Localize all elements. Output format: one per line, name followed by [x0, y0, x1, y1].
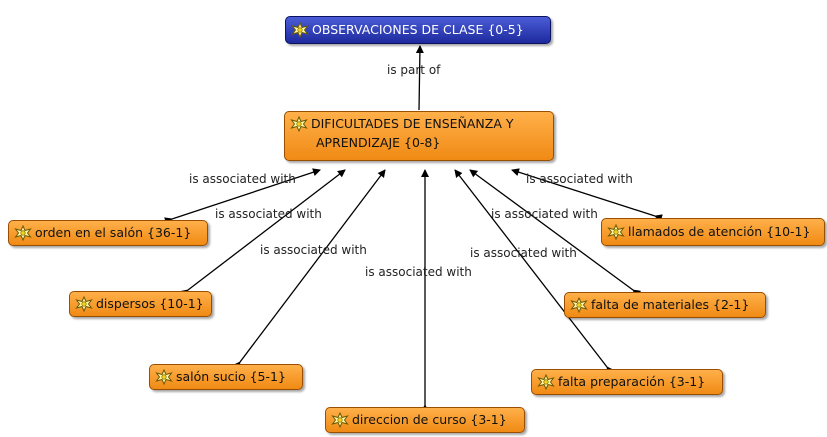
star-icon	[291, 116, 307, 132]
node-falta-preparacion[interactable]: falta preparación {3-1}	[531, 369, 723, 395]
node-label: llamados de atención {10-1}	[628, 224, 811, 239]
edge-salon-sucio	[232, 169, 386, 370]
node-label: direccion de curso {3-1}	[352, 412, 507, 427]
star-icon	[608, 224, 624, 240]
node-orden-en-el-salon[interactable]: orden en el salón {36-1}	[8, 220, 208, 246]
link-label-is-associated-with: is associated with	[365, 265, 472, 279]
star-icon	[15, 225, 31, 241]
node-label: falta de materiales {2-1}	[591, 297, 750, 312]
edge-llamados	[511, 168, 663, 222]
link-label-is-associated-with: is associated with	[189, 172, 296, 186]
node-label: OBSERVACIONES DE CLASE {0-5}	[312, 22, 524, 37]
star-icon	[571, 297, 587, 313]
star-icon	[292, 22, 308, 38]
node-llamados-de-atencion[interactable]: llamados de atención {10-1}	[601, 218, 825, 246]
star-icon	[76, 296, 92, 312]
node-label: salón sucio {5-1}	[176, 369, 286, 384]
node-label-line-2: APRENDIZAJE {0-8}	[316, 135, 441, 150]
node-label: DIFICULTADES DE ENSEÑANZA Y APRENDIZAJE …	[311, 116, 514, 151]
edge-falta-preparacion	[454, 169, 615, 375]
node-label: orden en el salón {36-1}	[35, 225, 192, 240]
link-label-is-associated-with: is associated with	[470, 246, 577, 260]
star-icon	[538, 374, 554, 390]
edge-falta-materiales	[469, 169, 642, 298]
node-dispersos[interactable]: dispersos {10-1}	[69, 291, 212, 317]
star-icon	[156, 369, 172, 385]
node-label: dispersos {10-1}	[96, 296, 204, 311]
node-observaciones-de-clase[interactable]: OBSERVACIONES DE CLASE {0-5}	[285, 16, 551, 44]
link-label-is-associated-with: is associated with	[526, 172, 633, 186]
link-label-is-associated-with: is associated with	[491, 207, 598, 221]
node-falta-de-materiales[interactable]: falta de materiales {2-1}	[564, 292, 766, 318]
link-label-is-associated-with: is associated with	[260, 243, 367, 257]
star-icon	[332, 412, 348, 428]
node-label: falta preparación {3-1}	[558, 374, 706, 389]
edge-root	[415, 45, 424, 111]
node-salon-sucio[interactable]: salón sucio {5-1}	[149, 364, 303, 390]
node-direccion-de-curso[interactable]: direccion de curso {3-1}	[325, 407, 525, 433]
link-label-is-part-of: is part of	[387, 63, 441, 77]
node-dificultades-de-ensenanza[interactable]: DIFICULTADES DE ENSEÑANZA Y APRENDIZAJE …	[284, 111, 554, 161]
link-label-is-associated-with: is associated with	[215, 207, 322, 221]
node-label-line-1: DIFICULTADES DE ENSEÑANZA Y	[311, 116, 514, 131]
